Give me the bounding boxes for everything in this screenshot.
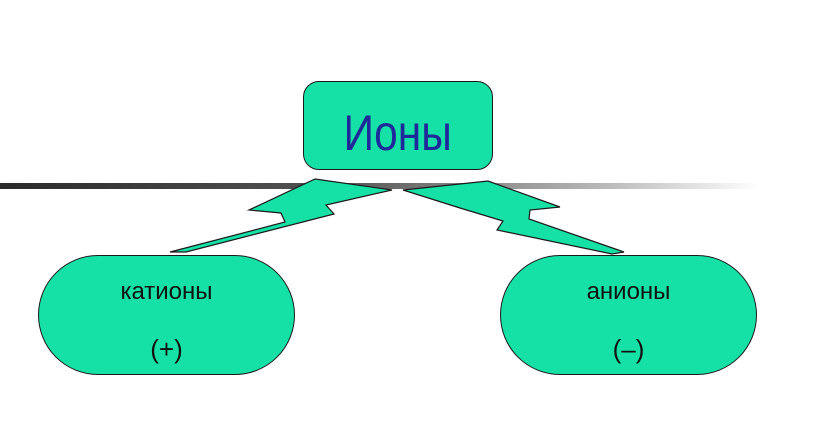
cations-label: катионы (120, 278, 213, 305)
cations-charge-sign: (+) (150, 334, 183, 364)
child-node-cations: катионы (+) (38, 255, 295, 375)
root-node-label: Ионы (343, 104, 453, 161)
anions-charge-sign: (–) (612, 334, 645, 364)
horizontal-rule (0, 183, 760, 189)
child-node-anions: анионы (–) (500, 255, 757, 375)
root-node-ions: Ионы (303, 81, 493, 170)
lightning-connector-left (169, 178, 393, 253)
anions-label: анионы (586, 278, 671, 305)
lightning-connector-right (402, 180, 625, 255)
